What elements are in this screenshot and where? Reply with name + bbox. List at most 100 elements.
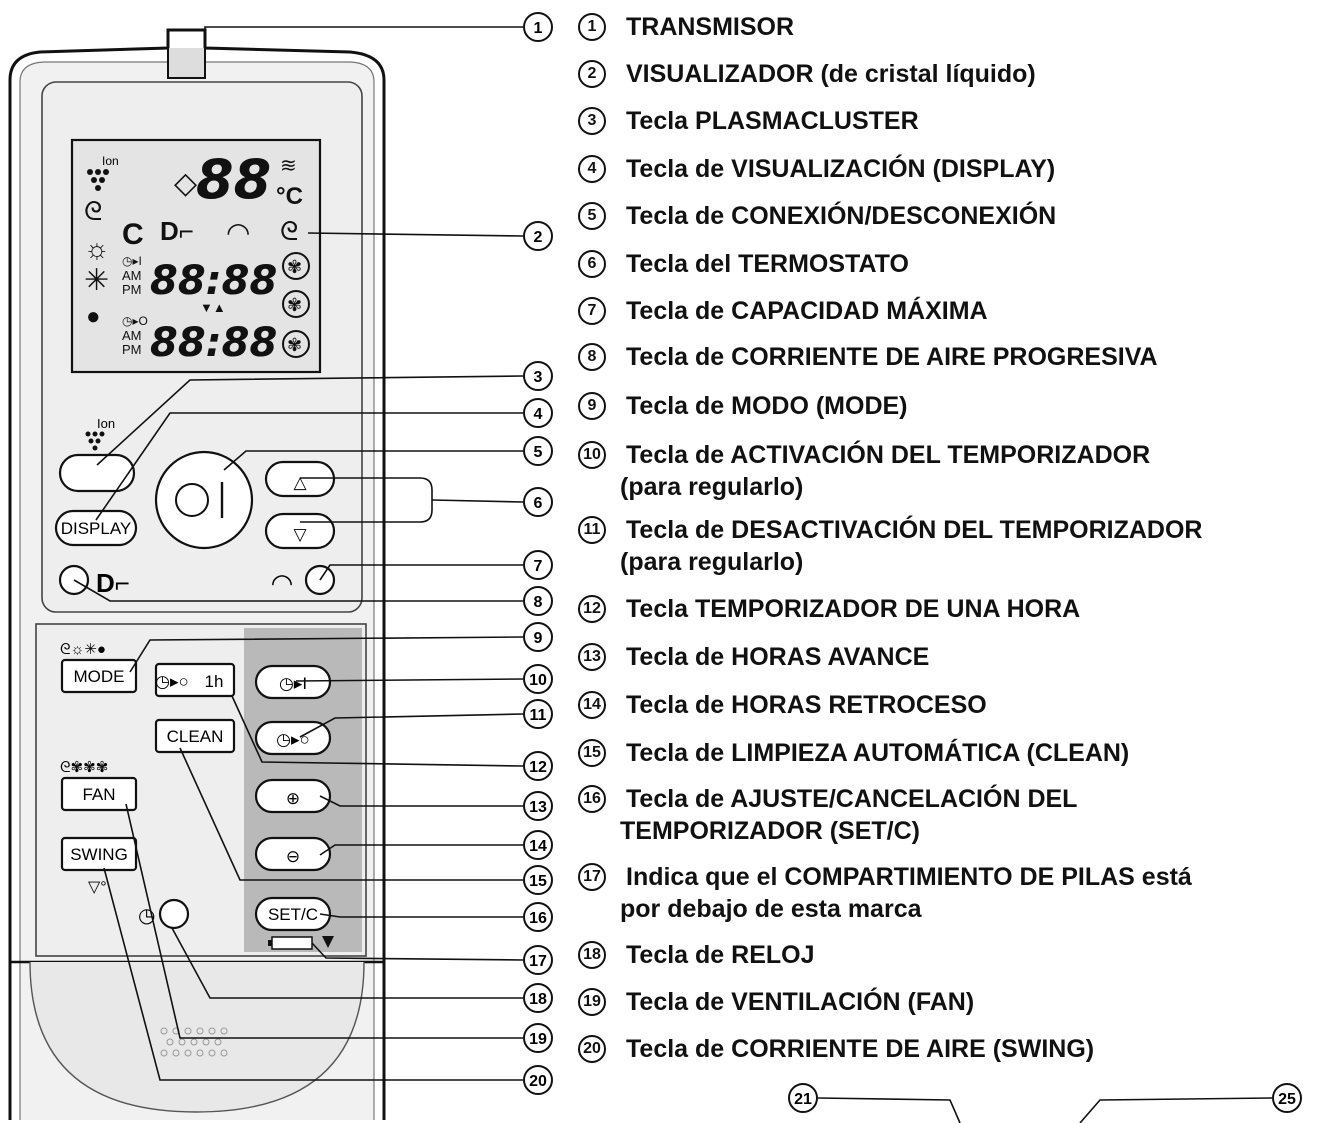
display-key[interactable] [54,509,138,547]
legend-number: 2 [578,60,606,88]
callout-4: 4 [523,398,553,428]
clean-key[interactable] [154,718,236,754]
callout-1: 1 [523,12,553,42]
callout-6-number: 6 [534,495,543,512]
lcd-am-2: AM [122,328,142,343]
lcd-fan-icon-2: ✾ [287,295,302,315]
hour-down-key[interactable] [254,836,332,872]
callout-25-number: 25 [1278,1091,1296,1108]
callout-9-number: 9 [534,630,543,647]
legend-text: Tecla de MODO (MODE) [626,392,908,420]
clock-key[interactable] [158,898,190,930]
swing-icon: ▽° [88,879,107,896]
legend-text: Tecla de VENTILACIÓN (FAN) [626,988,975,1016]
lcd-swing-up-icon: ◇ [174,167,197,200]
lcd-timer-on-digits: 88:88 [150,258,277,304]
transmitter-window [167,48,206,79]
plasmacluster-key[interactable] [58,453,136,493]
lcd-ion-label: Ion [102,154,119,168]
legend-text: Tecla TEMPORIZADOR DE UNA HORA [626,595,1081,623]
callout-13: 13 [523,791,553,821]
callout-12-number: 12 [529,759,547,776]
callout-1-number: 1 [534,20,543,37]
legend-number: 7 [578,297,606,325]
temp-down-icon: ▽ [293,525,307,544]
lcd-clean-icon: C [122,218,144,251]
legend-text: Tecla de HORAS RETROCESO [626,691,987,719]
callout-20: 20 [523,1065,553,1095]
callout-4-number: 4 [534,406,543,423]
legend-text: Tecla de CONEXIÓN/DESCONEXIÓN [626,202,1057,230]
timer-off-icon: ◷▸○ [276,730,310,749]
legend-text: Tecla de CORRIENTE DE AIRE (SWING) [626,1035,1095,1063]
ion-key-icon [85,431,105,451]
legend-item-5: 5 Tecla de CONEXIÓN/DESCONEXIÓN [578,201,1328,233]
legend-text: Tecla de ACTIVACIÓN DEL TEMPORIZADOR [626,441,1151,469]
legend-item-2: 2 VISUALIZADOR (de cristal líquido) [578,59,1328,91]
callout-20-number: 20 [529,1073,547,1090]
callout-10: 10 [523,664,553,694]
legend-subtext: por debajo de esta marca [620,895,922,923]
legend-text: Tecla de DESACTIVACIÓN DEL TEMPORIZADOR [626,516,1203,544]
full-power-key-icon: ◠ [272,568,292,598]
legend-item-7: 7 Tecla de CAPACIDAD MÁXIMA [578,296,1328,328]
legend-number: 1 [578,13,606,41]
setc-key[interactable] [254,896,332,932]
hour-up-key[interactable] [254,778,332,814]
one-hour-timer-key[interactable] [154,662,236,698]
timer-on-key[interactable] [254,664,332,700]
mode-key[interactable] [60,658,138,694]
callout-21: 21 [788,1083,818,1113]
lcd-dry-icon: ● [86,303,101,330]
legend-number: 14 [578,691,606,719]
legend-text: VISUALIZADOR (de cristal líquido) [626,60,1036,88]
legend-number: 5 [578,202,606,230]
clean-key-label: CLEAN [167,727,224,746]
legend-text: Tecla de CORRIENTE DE AIRE PROGRESIVA [626,343,1158,371]
display-key-label: DISPLAY [61,519,132,538]
legend-number: 15 [578,739,606,767]
fan-key-label: FAN [82,785,115,804]
legend-text: Tecla de CAPACIDAD MÁXIMA [626,297,988,325]
legend-number: 8 [578,343,606,371]
legend-number: 3 [578,107,606,135]
lcd-temp-unit: °C [276,183,303,210]
lcd-heat-icon: ☼ [84,233,110,264]
fan-key[interactable] [60,776,138,812]
lcd-display: Ion ◇ 88 ≋ °C ᘓ C D⌐ ◠ ᘓ ☼ ✳ ● ◷▸I AM PM… [70,138,322,374]
callout-18: 18 [523,983,553,1013]
callout-15: 15 [523,865,553,895]
legend-number: 10 [578,441,606,469]
hour-up-icon: ⊕ [286,789,300,808]
battery-cover [29,961,365,1113]
callout-11: 11 [523,699,553,729]
legend-text: Indica que el COMPARTIMIENTO DE PILAS es… [626,863,1192,891]
callout-3: 3 [523,361,553,391]
lcd-fan-icon-3: ✾ [287,335,302,355]
setc-key-label: SET/C [268,905,318,924]
legend-text: Tecla PLASMACLUSTER [626,107,919,135]
callout-2: 2 [523,221,553,251]
mode-key-label: MODE [74,667,125,686]
legend-subtext: (para regularlo) [620,548,804,576]
legend-text: Tecla de AJUSTE/CANCELACIÓN DEL [626,785,1078,813]
legend-item-16: 16 Tecla de AJUSTE/CANCELACIÓN DEL TEMPORI… [578,784,1328,848]
legend-number: 16 [578,785,606,813]
temp-up-key[interactable] [264,460,336,498]
lcd-plasmacluster-icon [87,169,109,191]
callout-7-number: 7 [534,558,543,575]
legend-text: TRANSMISOR [626,13,795,41]
legend-text: Tecla del TERMOSTATO [626,250,909,278]
mode-icons: ᘓ☼✳● [60,641,106,658]
swing-key[interactable] [60,836,138,872]
legend-subtext: TEMPORIZADOR (SET/C) [620,817,920,845]
callout-14-number: 14 [529,838,547,855]
legend-item-8: 8 Tecla de CORRIENTE DE AIRE PROGRESIVA [578,342,1328,374]
power-key[interactable] [154,450,254,550]
